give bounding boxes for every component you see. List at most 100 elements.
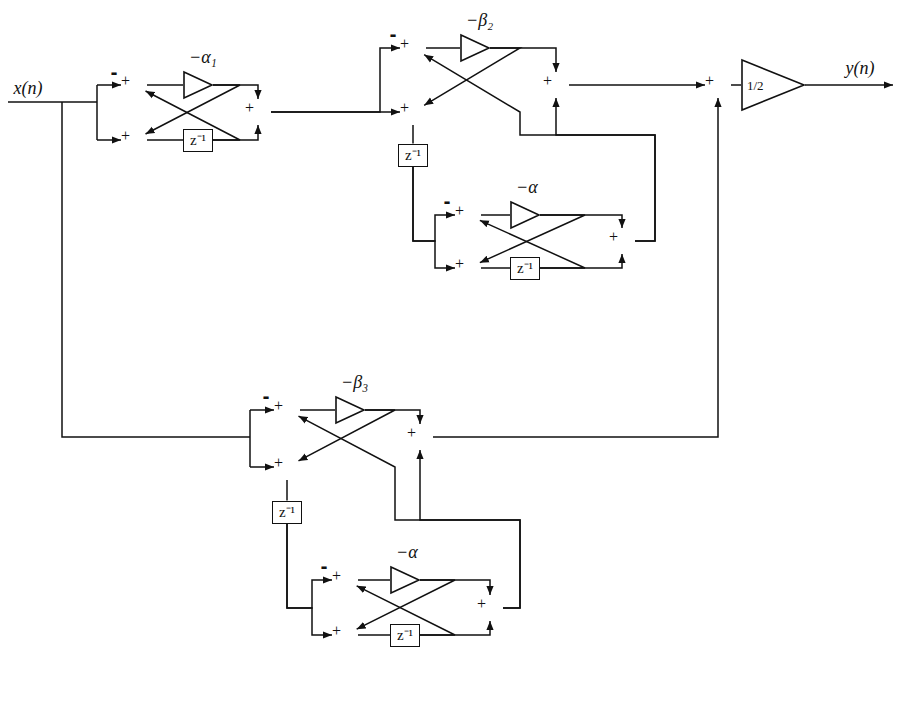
plus-sign: + (274, 454, 283, 471)
adder-circle: + (455, 202, 481, 228)
gain-triangle: −α (510, 201, 540, 229)
adder-circle: + (609, 228, 635, 254)
gain-triangle: 1/2 (741, 59, 805, 111)
delay-box: z⁻¹ (390, 624, 420, 647)
delay-box: z⁻¹ (398, 144, 428, 167)
adder-circle: + (400, 99, 426, 125)
signal-wire (481, 267, 510, 269)
adder-circle: + (332, 567, 358, 593)
signal-wire (412, 125, 414, 144)
signal-wire (433, 98, 718, 437)
signal-wire (358, 579, 390, 581)
adder-circle: + (455, 255, 481, 281)
signal-wire (420, 450, 520, 608)
delay-text: z⁻¹ (190, 133, 206, 148)
adder-circle: + (407, 424, 433, 450)
delay-box: z⁻¹ (510, 257, 540, 280)
plus-sign: + (407, 424, 416, 441)
connector-group (146, 48, 741, 635)
gain-triangle: −α (390, 566, 420, 594)
gain-triangle: −β₂ (460, 34, 490, 62)
plus-sign: + (705, 72, 714, 89)
signal-wire (480, 215, 585, 263)
plus-sign: + (332, 567, 341, 584)
signal-label: x(n) (14, 79, 43, 97)
plus-sign: + (455, 202, 464, 219)
gain-triangle: −β₃ (335, 396, 365, 424)
triangle-shape (184, 72, 212, 98)
plus-sign: + (121, 72, 130, 89)
triangle-outline (390, 566, 420, 594)
gain-label: −α₁ (189, 48, 217, 68)
signal-wire (731, 84, 741, 86)
triangle-outline (460, 34, 490, 62)
plus-sign: + (332, 622, 341, 639)
gain-label: −α (516, 178, 538, 198)
delay-box: z⁻¹ (272, 501, 302, 524)
signal-wire (357, 580, 455, 629)
triangle-outline (183, 71, 213, 99)
minus-sign: - (389, 27, 396, 44)
signal-wire (287, 524, 332, 609)
triangle-outline (510, 201, 540, 229)
signal-wire (271, 111, 400, 113)
minus-sign: - (262, 389, 269, 406)
signal-wire (413, 167, 455, 242)
adder-circle: + (705, 72, 731, 98)
adder-circle: + (121, 72, 147, 98)
signal-wire (298, 416, 520, 608)
signal-wire (426, 47, 460, 49)
delay-text: z⁻¹ (279, 505, 295, 520)
input-wire (8, 101, 97, 103)
plus-sign: + (477, 595, 486, 612)
input-wire (249, 410, 251, 467)
signal-wire (556, 98, 655, 241)
triangle-shape (336, 397, 364, 423)
gain-label: −β₃ (341, 373, 368, 393)
adder-circle: + (332, 622, 358, 648)
triangle-shape (742, 60, 804, 110)
signal-wire (424, 55, 655, 241)
input-wire (96, 85, 98, 140)
input-wire (62, 102, 250, 437)
minus-sign: - (320, 559, 327, 576)
plus-sign: + (400, 35, 409, 52)
adder-circle: + (274, 397, 300, 423)
signal-wire (481, 214, 510, 216)
signal-wire (569, 84, 705, 86)
gain-triangle: −α₁ (183, 71, 213, 99)
signal-wire (287, 524, 332, 636)
signal-wire (413, 167, 455, 269)
signal-wire (286, 480, 288, 501)
adder-circle: + (245, 99, 271, 125)
minus-sign: - (443, 194, 450, 211)
triangle-shape (461, 35, 489, 61)
input-wire (250, 409, 274, 411)
signal-label: y(n) (846, 59, 875, 77)
signal-wire (300, 409, 335, 411)
plus-sign: + (609, 228, 618, 245)
triangle-outline (335, 396, 365, 424)
signal-wire (358, 634, 390, 636)
adder-circle: + (274, 454, 300, 480)
plus-sign: + (400, 99, 409, 116)
plus-sign: + (543, 72, 552, 89)
signal-wire (147, 139, 183, 141)
gain-value: 1/2 (747, 79, 764, 92)
delay-box: z⁻¹ (183, 129, 213, 152)
input-wire (250, 466, 274, 468)
plus-sign: + (245, 99, 254, 116)
delay-text: z⁻¹ (517, 261, 533, 276)
triangle-shape (511, 202, 539, 228)
delay-text: z⁻¹ (405, 148, 421, 163)
minus-sign: - (110, 65, 117, 82)
input-wire (97, 84, 121, 86)
plus-sign: + (455, 255, 464, 272)
adder-circle: + (543, 72, 569, 98)
triangle-shape (391, 567, 419, 593)
plus-sign: + (121, 127, 130, 144)
output-wire (805, 84, 893, 86)
